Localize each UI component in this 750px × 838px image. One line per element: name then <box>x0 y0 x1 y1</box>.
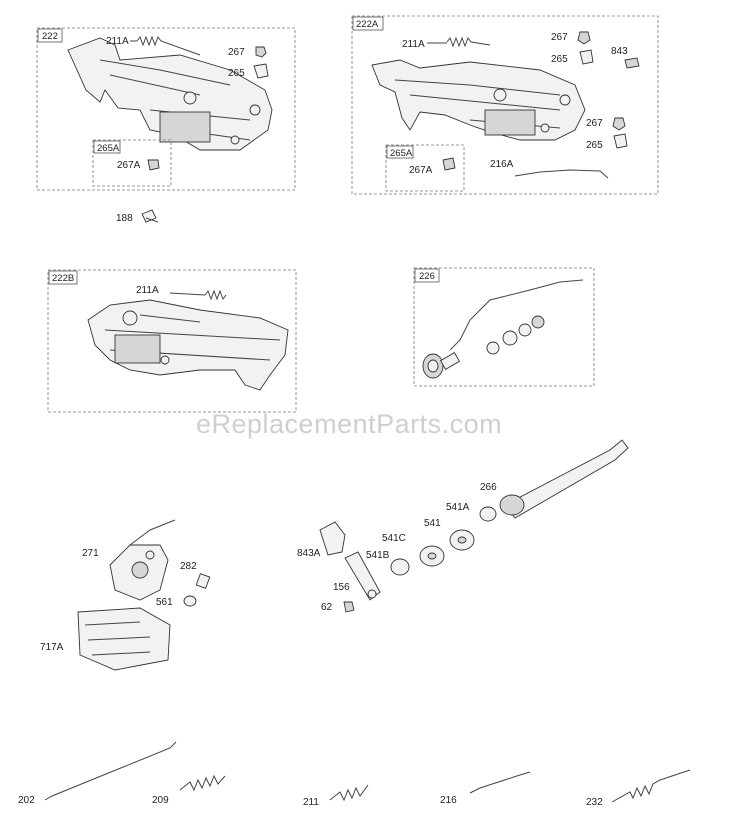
label-267a-222: 267A <box>117 160 141 171</box>
part-561 <box>183 595 197 607</box>
label-282: 282 <box>180 561 197 572</box>
label-211: 211 <box>303 797 319 808</box>
throttle-bracket-222-drawing <box>67 37 273 151</box>
group-222a: 222A 211A 267 843 265 267 265 216A 265A … <box>351 15 659 195</box>
washer-541b <box>390 558 410 576</box>
throttle-bracket-222a-drawing <box>371 59 586 141</box>
spring-232 <box>611 769 691 803</box>
group-222-tag-box <box>37 28 63 43</box>
group-222-tag: 222 <box>42 31 58 42</box>
label-541: 541 <box>424 518 441 529</box>
subgroup-265a-222-tag: 265A <box>97 143 120 154</box>
governor-271 <box>109 519 176 601</box>
pulley-541c <box>419 545 445 567</box>
label-541c: 541C <box>382 533 406 544</box>
label-843-222a: 843 <box>611 46 628 57</box>
spring-211a-222 <box>136 35 201 56</box>
label-271: 271 <box>82 548 99 559</box>
clip-265-222a-bottom <box>613 133 628 149</box>
label-188: 188 <box>116 213 133 224</box>
group-226-tag: 226 <box>419 271 435 282</box>
group-222a-frame <box>351 15 659 195</box>
label-843a: 843A <box>297 548 321 559</box>
label-561: 561 <box>156 597 173 608</box>
bracket-717a <box>77 607 171 671</box>
label-211a-222b: 211A <box>136 285 159 296</box>
label-62: 62 <box>321 602 333 613</box>
label-267-222a-top: 267 <box>551 32 568 43</box>
screw-188 <box>141 209 159 223</box>
label-267-222: 267 <box>228 47 245 58</box>
label-216: 216 <box>440 795 457 806</box>
spring-209 <box>179 774 226 792</box>
pulley-541 <box>449 529 475 551</box>
nut-62 <box>343 601 355 613</box>
spring-211a-222a <box>446 36 491 48</box>
subgroup-265a-222-frame <box>92 139 172 187</box>
group-226: 226 <box>413 267 595 387</box>
lever-156 <box>344 551 381 601</box>
spring-211a-222b <box>169 289 227 301</box>
clip-843-222a <box>624 57 640 69</box>
shaft-266 <box>499 439 629 519</box>
label-265-222a-bottom: 265 <box>586 140 603 151</box>
clip-265-222a-top <box>579 49 594 65</box>
label-232: 232 <box>586 797 603 808</box>
label-266: 266 <box>480 482 497 493</box>
choke-cable-226-drawing <box>422 279 584 379</box>
washer-541a <box>479 506 497 522</box>
subgroup-265a-222a-frame <box>385 144 465 192</box>
screw-267-222a-bottom <box>612 117 626 131</box>
group-222: 222 211A 267 265 265A 267A <box>36 27 296 191</box>
label-265-222a-top: 265 <box>551 54 568 65</box>
cover-843a <box>319 521 346 556</box>
group-222b: 222B 211A <box>47 269 297 413</box>
clip-267a-222 <box>147 159 160 171</box>
link-202 <box>44 741 177 801</box>
group-222a-tag: 222A <box>356 19 379 30</box>
link-216 <box>469 771 531 794</box>
label-202: 202 <box>18 795 35 806</box>
label-156: 156 <box>333 582 350 593</box>
label-211a-222: 211A <box>106 36 129 47</box>
subgroup-265a-222a-tag: 265A <box>390 148 413 159</box>
group-222b-tag: 222B <box>52 273 74 284</box>
group-226-frame <box>413 267 595 387</box>
part-282 <box>195 573 211 589</box>
throttle-bracket-222b-drawing <box>87 299 289 391</box>
label-216a-222a: 216A <box>490 159 514 170</box>
label-541a: 541A <box>446 502 470 513</box>
label-209: 209 <box>152 795 169 806</box>
label-265-222: 265 <box>228 68 245 79</box>
label-267-222a-bottom: 267 <box>586 118 603 129</box>
screw-267-222 <box>255 46 267 58</box>
clip-265-222 <box>253 63 269 79</box>
label-717a: 717A <box>40 642 64 653</box>
label-211a-222a: 211A <box>402 39 425 50</box>
clip-267a-222a <box>442 157 456 171</box>
watermark: eReplacementParts.com <box>196 409 502 439</box>
screw-267-222a-top <box>577 31 591 45</box>
spring-211 <box>329 784 369 802</box>
link-216a-222a <box>514 169 609 179</box>
label-541b: 541B <box>366 550 390 561</box>
label-267a-222a: 267A <box>409 165 433 176</box>
